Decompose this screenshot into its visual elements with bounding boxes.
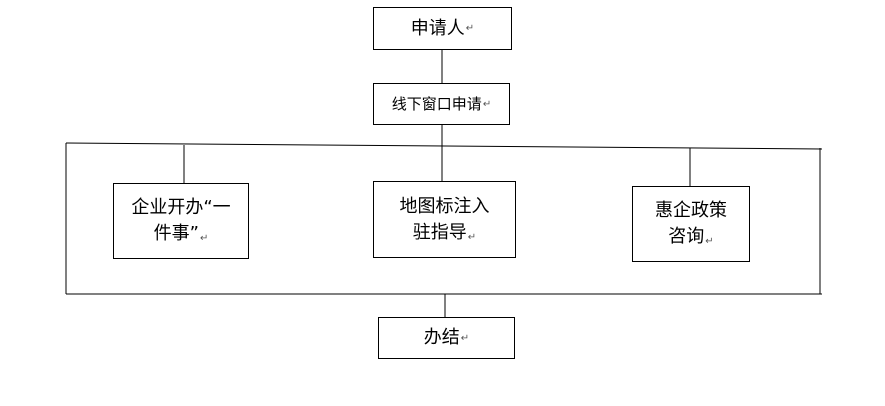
paragraph-mark-icon: ↵ — [705, 236, 714, 247]
node-offline-application: 线下窗口申请↵ — [373, 83, 510, 125]
node-applicant-label: 申请人 — [410, 17, 465, 39]
paragraph-mark-icon: ↵ — [460, 332, 470, 344]
node-branch-policy-line1: 惠企政策 — [655, 200, 727, 221]
paragraph-mark-icon: ↵ — [482, 98, 492, 110]
node-done-label: 办结 — [423, 327, 460, 348]
node-branch-policy: 惠企政策 咨询↵ — [632, 186, 750, 262]
node-branch-enterprise-line1: 企业开办“一 — [131, 197, 231, 218]
node-applicant: 申请人↵ — [373, 7, 512, 50]
paragraph-mark-icon: ↵ — [467, 231, 477, 243]
node-branch-enterprise-line2: 件事” — [153, 223, 199, 244]
node-branch-enterprise: 企业开办“一 件事”↵ — [113, 183, 249, 259]
paragraph-mark-icon: ↵ — [199, 233, 209, 244]
node-done: 办结↵ — [378, 317, 515, 359]
frame-top-line — [65, 142, 823, 150]
node-branch-map-line1: 地图标注入 — [399, 195, 490, 217]
node-offline-application-label: 线下窗口申请 — [391, 95, 482, 113]
node-branch-policy-line2: 咨询 — [668, 226, 705, 247]
node-branch-map-line2: 驻指导 — [412, 221, 467, 243]
paragraph-mark-icon: ↵ — [465, 23, 475, 34]
node-branch-map: 地图标注入 驻指导↵ — [373, 181, 516, 258]
